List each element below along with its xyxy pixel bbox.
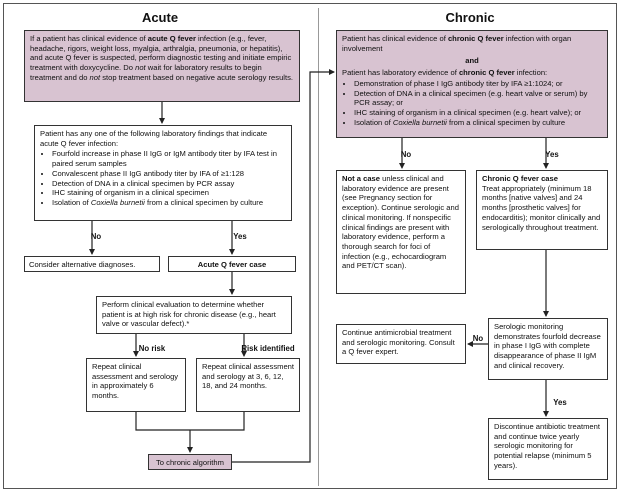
sero-monitor-box: Serologic monitoring demonstrates fourfo…	[488, 318, 608, 380]
chronic-start-text-3: Patient has laboratory evidence of	[342, 68, 459, 78]
clin-eval-text: Perform clinical evaluation to determine…	[102, 300, 276, 329]
acute-start-text-3: wait for laboratory results to begin tre…	[30, 63, 262, 82]
chronic-lab-list: Demonstration of phase I IgG antibody ti…	[342, 79, 602, 128]
acute-case-text: Acute Q fever case	[197, 260, 267, 269]
chronic-start-box: Patient has clinical evidence of chronic…	[336, 30, 608, 138]
acute-start-text-4: stop treatment based on negative acute s…	[100, 72, 294, 82]
alt-dx-text: Consider alternative diagnoses.	[29, 260, 136, 269]
chronic-case-text: Treat appropriately (minimum 18 months […	[482, 183, 601, 232]
list-item-text: Isolation of	[52, 198, 91, 208]
sero-monitor-text: Serologic monitoring demonstrates fourfo…	[494, 322, 601, 370]
acute-start-italic-2: not	[89, 72, 101, 82]
list-item: IHC staining of organism in a clinical s…	[354, 108, 602, 118]
chronic-start-bold-2: chronic Q fever	[458, 68, 515, 78]
chronic-start-text-2: infection with organ involvement	[342, 34, 572, 53]
clin-eval-box: Perform clinical evaluation to determine…	[96, 296, 292, 334]
repeat-6-text: Repeat clinical assessment and serology …	[92, 362, 179, 401]
to-chronic-text: To chronic algorithm	[156, 458, 224, 467]
discontinue-text: Discontinue antibiotic treatment and con…	[494, 422, 600, 470]
list-item: Isolation of Coxiella burnetii from a cl…	[52, 198, 286, 208]
continue-tx-text: Continue antimicrobial treatment and ser…	[342, 328, 455, 357]
repeat-multi-text: Repeat clinical assessment and serology …	[202, 362, 295, 391]
chronic-start-bold: chronic Q fever	[447, 34, 504, 43]
list-item-italic: Coxiella burnetii	[90, 198, 145, 208]
not-case-text: unless clinical and laboratory evidence …	[342, 174, 459, 271]
list-item-text-2: from a clinical specimen by culture	[446, 117, 566, 127]
not-case-box: Not a case unless clinical and laborator…	[336, 170, 466, 294]
chronic-case-box: Chronic Q fever case Treat appropriately…	[476, 170, 608, 250]
label-risk-identified: Risk identified	[241, 344, 295, 353]
outer-frame	[3, 3, 617, 489]
alt-dx-box: Consider alternative diagnoses.	[24, 256, 160, 272]
acute-start-italic: not	[135, 63, 146, 73]
acute-start-text: If a patient has clinical evidence of	[30, 34, 148, 43]
chronic-and: and	[465, 56, 479, 66]
list-item: Detection of DNA in a clinical specimen …	[354, 89, 602, 108]
acute-lab-box: Patient has any one of the following lab…	[34, 125, 292, 221]
list-item: Demonstration of phase I IgG antibody ti…	[354, 79, 602, 89]
chronic-start-text-4: infection:	[514, 68, 548, 78]
list-item: IHC staining of organism in a clinical s…	[52, 188, 286, 198]
list-item-text-2: from a clinical specimen by culture	[144, 198, 264, 208]
acute-start-text-2: infection (e.g., fever, headache, rigors…	[30, 34, 292, 73]
not-case-bold: Not a case	[342, 174, 380, 183]
acute-lab-list: Fourfold increase in phase II IgG or IgM…	[40, 149, 286, 207]
label-chronic-no: No	[400, 150, 412, 159]
chronic-start-text: Patient has clinical evidence of	[342, 34, 448, 43]
column-divider	[318, 8, 319, 486]
list-item-italic: Coxiella burnetii	[392, 117, 447, 127]
label-chronic-yes-2: Yes	[553, 398, 567, 407]
acute-header: Acute	[141, 10, 179, 25]
list-item-text: Isolation of	[354, 117, 393, 127]
list-item: Detection of DNA in a clinical specimen …	[52, 179, 286, 189]
discontinue-box: Discontinue antibiotic treatment and con…	[488, 418, 608, 480]
acute-start-bold: acute Q fever	[147, 34, 196, 43]
acute-start-box: If a patient has clinical evidence of ac…	[24, 30, 300, 102]
arrow-repeat-to-chronic	[135, 412, 245, 452]
chronic-header: Chronic	[445, 10, 495, 25]
list-item: Isolation of Coxiella burnetii from a cl…	[354, 118, 602, 128]
continue-tx-box: Continue antimicrobial treatment and ser…	[336, 324, 466, 364]
list-item: Fourfold increase in phase II IgG or IgM…	[52, 149, 286, 168]
acute-lab-intro: Patient has any one of the following lab…	[40, 129, 268, 148]
repeat-6-box: Repeat clinical assessment and serology …	[86, 358, 186, 412]
label-yes-1: Yes	[233, 232, 247, 241]
label-no-risk: No risk	[138, 344, 166, 353]
repeat-multi-box: Repeat clinical assessment and serology …	[196, 358, 300, 412]
label-chronic-yes: Yes	[545, 150, 559, 159]
chronic-case-title: Chronic Q fever case	[482, 174, 558, 183]
label-no-1: No	[90, 232, 102, 241]
label-chronic-no-2: No	[472, 334, 484, 343]
list-item: Convalescent phase II IgG antibody titer…	[52, 169, 286, 179]
arrow-to-chronic-up	[232, 69, 335, 463]
acute-case-box: Acute Q fever case	[168, 256, 296, 272]
